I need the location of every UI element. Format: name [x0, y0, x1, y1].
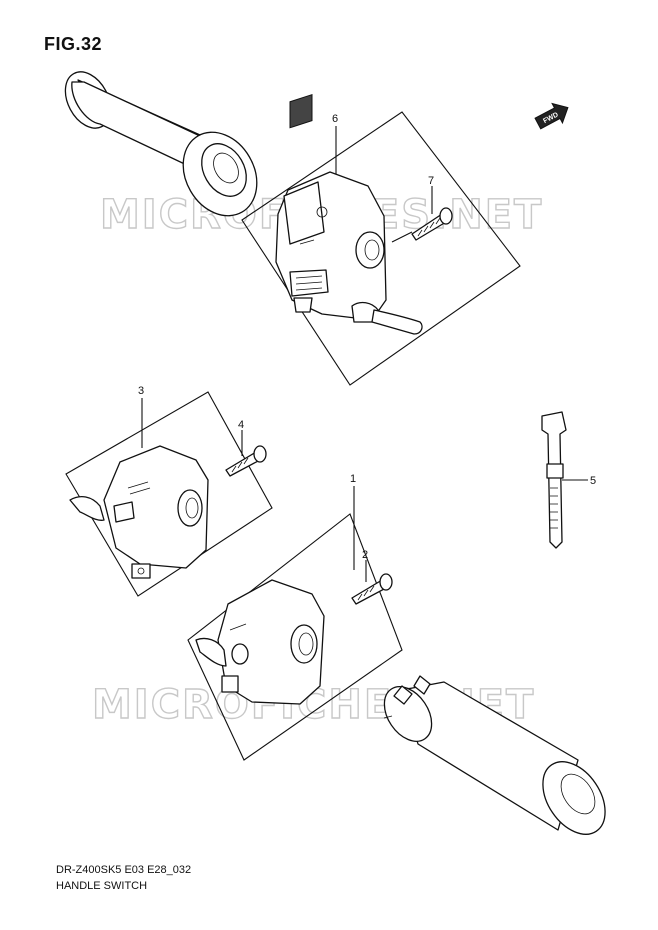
callout-3: 3	[138, 385, 144, 397]
part-6-left-handle-switch-box	[241, 111, 521, 386]
callout-2: 2	[362, 549, 368, 561]
callout-7: 7	[428, 175, 434, 187]
diagram-name: HANDLE SWITCH	[56, 880, 148, 892]
part-7-screw	[391, 186, 453, 243]
right-kill-switch-body	[69, 445, 209, 579]
right-throttle-grip	[383, 675, 606, 835]
part-1-switch-box	[187, 513, 403, 761]
callout-1: 1	[350, 473, 356, 485]
fwd-arrow-icon: FWD	[534, 102, 569, 130]
diagram-code: DR-Z400SK5 E03 E28_032	[56, 864, 192, 876]
callout-4: 4	[238, 419, 244, 431]
callout-5: 5	[590, 475, 596, 487]
left-handle-switch-body	[275, 93, 423, 335]
figure-title: FIG.32	[44, 34, 103, 54]
part-5-cable-tie	[541, 411, 567, 549]
right-handle-switch-body	[195, 579, 325, 705]
part-3-switch-box	[65, 391, 273, 597]
callout-6: 6	[332, 113, 338, 125]
part-4-screw	[225, 430, 267, 477]
part-2-screw	[351, 560, 393, 605]
left-handlebar-grip	[64, 71, 258, 217]
